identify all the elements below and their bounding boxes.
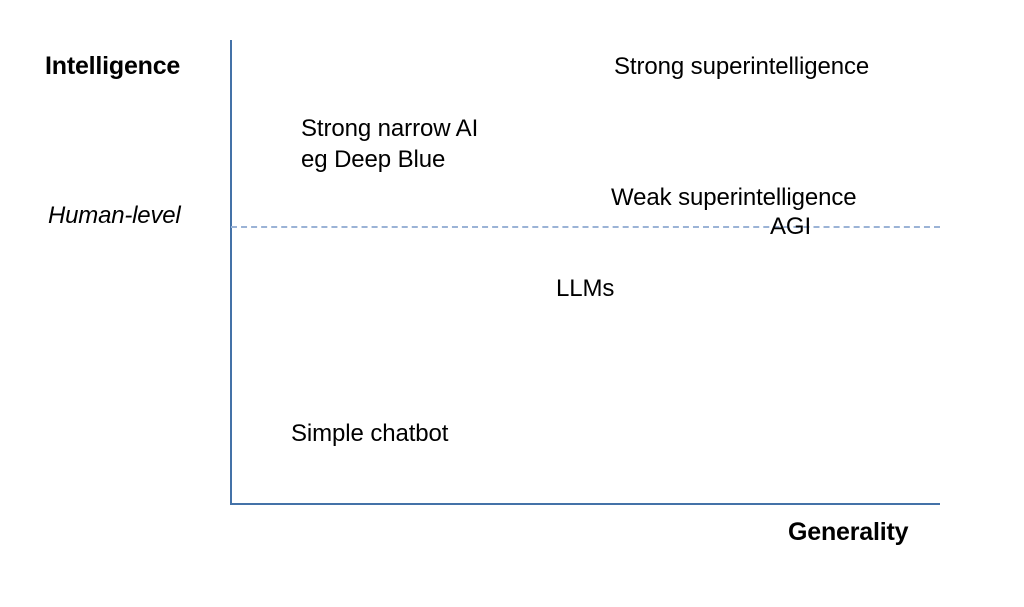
annotation-strong-narrow-ai-line-2: eg Deep Blue	[301, 145, 446, 173]
x-axis-title: Generality	[788, 518, 909, 546]
annotation-strong-narrow-ai: Strong narrow AI eg Deep Blue	[301, 114, 478, 175]
y-axis-line	[230, 40, 232, 505]
human-level-threshold-line	[231, 226, 940, 228]
annotation-weak-superintelligence: Weak superintelligence	[611, 184, 857, 211]
annotation-agi: AGI	[770, 213, 812, 240]
annotation-strong-superintelligence: Strong superintelligence	[614, 53, 870, 80]
human-level-label: Human-level	[48, 202, 181, 229]
annotation-strong-narrow-ai-line-1: Strong narrow AI	[301, 115, 479, 142]
annotation-simple-chatbot: Simple chatbot	[291, 420, 449, 447]
x-axis-line	[230, 503, 940, 505]
y-axis-title: Intelligence	[45, 52, 181, 80]
annotation-llms: LLMs	[556, 275, 615, 302]
